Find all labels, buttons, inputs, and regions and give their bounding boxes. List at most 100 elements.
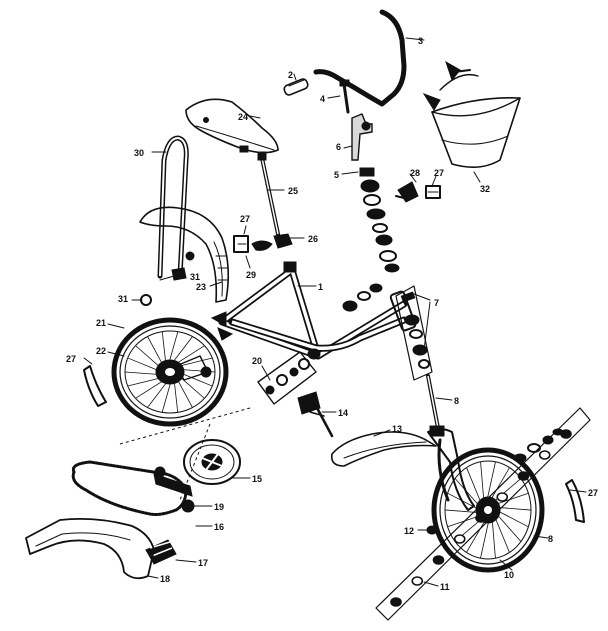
- pedal: [145, 539, 177, 565]
- callout-21: 21: [96, 318, 106, 328]
- assembly-line: [179, 423, 211, 501]
- spoke: [491, 478, 522, 504]
- front-reflector: [425, 185, 441, 199]
- callout-15: 15: [252, 474, 262, 484]
- spoke: [454, 478, 481, 508]
- spoke: [480, 517, 490, 559]
- spoke: [495, 509, 529, 528]
- hub-part: [411, 576, 424, 586]
- callout-16: 16: [214, 522, 224, 532]
- spoke: [489, 467, 510, 503]
- front-reflector-bracket: [395, 181, 419, 203]
- spoke: [466, 517, 487, 553]
- callout-27-basket: 27: [434, 168, 444, 178]
- front-axle-parts-upper: [513, 428, 564, 463]
- callout-23: 23: [196, 282, 206, 292]
- callout-6: 6: [336, 142, 341, 152]
- callout-24: 24: [238, 112, 248, 122]
- hub-part: [453, 534, 466, 544]
- callout-29: 29: [246, 270, 256, 280]
- spoke: [444, 509, 481, 514]
- rear-wheel-reflector: [83, 365, 107, 407]
- kickstand: [297, 391, 334, 438]
- spoke: [147, 379, 169, 408]
- callout-8-wheel: 8: [548, 534, 553, 544]
- seat-post: [257, 151, 280, 236]
- callout-4: 4: [320, 94, 325, 104]
- rear-fender: [139, 206, 230, 303]
- spoke: [493, 514, 510, 553]
- spoke: [466, 467, 483, 506]
- spoke: [480, 461, 485, 504]
- callout-labels: 3 2 4 6 5 32 28 27 24 30 25 27 26 29 31 …: [66, 36, 598, 592]
- hub-part: [475, 513, 487, 523]
- callout-leaders: [83, 37, 587, 587]
- seat-bracket: [251, 240, 273, 251]
- spoke: [494, 492, 529, 506]
- front-hub-parts: [390, 429, 572, 607]
- bottom-bracket-parts: [257, 348, 321, 405]
- hub-part: [538, 450, 551, 460]
- basket: [422, 60, 521, 168]
- spoke: [168, 331, 179, 365]
- spoke: [161, 331, 167, 366]
- callout-8-fork: 8: [454, 396, 459, 406]
- callout-13: 13: [392, 424, 402, 434]
- chainring: [183, 439, 241, 485]
- chain-guard: [25, 517, 155, 580]
- callout-31-lower: 31: [118, 294, 128, 304]
- callout-17: 17: [198, 558, 208, 568]
- callout-27-seat: 27: [240, 214, 250, 224]
- handlebar-stem: [351, 113, 373, 161]
- callout-22: 22: [96, 346, 106, 356]
- callout-18: 18: [160, 574, 170, 584]
- headset-bearing-balls: [342, 283, 383, 312]
- front-wheel: [431, 447, 545, 573]
- front-hub-parts-strip: [375, 407, 591, 621]
- callout-27-front: 27: [588, 488, 598, 498]
- spoke: [147, 336, 165, 368]
- assembly-line: [119, 407, 251, 445]
- stem-bolt: [339, 79, 350, 114]
- callout-2: 2: [288, 70, 293, 80]
- callout-28: 28: [410, 168, 420, 178]
- callout-30: 30: [134, 148, 144, 158]
- callout-10: 10: [504, 570, 514, 580]
- spoke: [173, 378, 179, 413]
- callout-32: 32: [480, 184, 490, 194]
- callout-1: 1: [318, 282, 323, 292]
- hub-part: [517, 471, 530, 481]
- spoke: [486, 461, 496, 503]
- saddle: [185, 98, 279, 154]
- callout-20: 20: [252, 356, 262, 366]
- headset-stack: [359, 167, 400, 273]
- hub-part: [496, 492, 509, 502]
- front-fender: [330, 431, 437, 467]
- frame: [210, 261, 417, 360]
- spoke: [171, 336, 193, 365]
- callout-12: 12: [404, 526, 414, 536]
- callout-31-upper: 31: [190, 272, 200, 282]
- chain: [71, 460, 188, 516]
- spoke: [447, 492, 481, 511]
- callout-14: 14: [338, 408, 348, 418]
- spoke: [491, 516, 496, 559]
- seat-clamp: [273, 233, 293, 249]
- fender-bolt-nut: [140, 251, 195, 306]
- callout-3: 3: [418, 36, 423, 46]
- rear-wheel: [111, 317, 229, 427]
- callout-5: 5: [334, 170, 339, 180]
- callout-19: 19: [214, 502, 224, 512]
- spoke: [173, 345, 205, 366]
- spoke: [161, 379, 172, 413]
- handlebar-grip: [283, 78, 309, 96]
- hub-part: [390, 597, 402, 607]
- callout-25: 25: [288, 186, 298, 196]
- handlebar: [313, 9, 407, 107]
- headset-cups: [395, 285, 433, 381]
- callout-7: 7: [434, 298, 439, 308]
- spoke: [495, 512, 522, 542]
- crank-arm: [153, 466, 195, 513]
- seat-reflector: [233, 235, 249, 253]
